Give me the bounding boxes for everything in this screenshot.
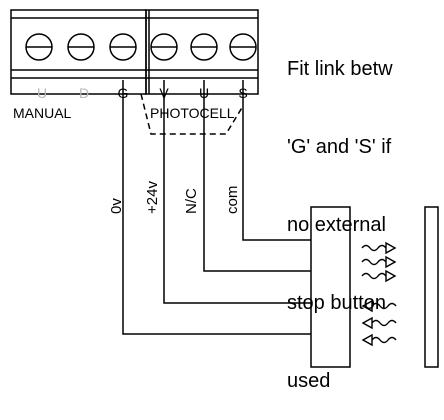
beam-arrow-out-2 xyxy=(361,255,397,269)
wire-label-com: com xyxy=(224,186,241,214)
link-instruction-note: Fit link betw 'G' and 'S' if no external… xyxy=(287,4,444,420)
wire-label-nc: N/C xyxy=(183,188,200,214)
beam-arrow-in-3 xyxy=(361,333,397,347)
photocell-unit xyxy=(310,206,351,368)
outgoing-beam-arrows xyxy=(361,241,397,283)
note-line-3: no external xyxy=(287,214,386,236)
terminal-letter-u: U xyxy=(37,85,47,101)
note-line-2: 'G' and 'S' if xyxy=(287,136,392,158)
terminal-block xyxy=(10,9,259,95)
g-s-link-dashed xyxy=(140,93,244,135)
wires xyxy=(122,80,311,335)
wire-label-0v: 0v xyxy=(108,198,125,214)
wire-label-24v: +24v xyxy=(144,181,161,214)
note-line-4: stop button xyxy=(287,292,386,314)
beam-arrow-out-1 xyxy=(361,241,397,255)
screw-terminal-v xyxy=(150,33,178,61)
screw-terminal-u1 xyxy=(25,33,53,61)
wire-24v xyxy=(163,80,311,304)
screw-terminal-d xyxy=(67,33,95,61)
manual-label: MANUAL xyxy=(13,105,72,121)
beam-arrow-in-2 xyxy=(361,316,397,330)
manual-terminal-block xyxy=(10,9,147,95)
wiring-diagram: U D G V U S MANUAL PHOTOCELL 0v +24v N/C… xyxy=(10,9,439,368)
photocell-terminal-block xyxy=(145,9,259,95)
screw-terminals xyxy=(25,33,257,61)
screw-terminal-u2 xyxy=(190,33,218,61)
note-line-1: Fit link betw xyxy=(287,58,393,80)
wire-nc xyxy=(203,80,311,272)
screw-terminal-s xyxy=(229,33,257,61)
wire-0v xyxy=(122,80,311,335)
screw-terminal-g xyxy=(109,33,137,61)
wire-com xyxy=(242,80,311,241)
terminal-letter-d: D xyxy=(79,85,89,101)
reflector xyxy=(424,206,439,368)
beam-arrow-out-3 xyxy=(361,269,397,283)
beam-arrow-in-1 xyxy=(361,299,397,313)
note-line-5: used xyxy=(287,370,331,392)
returning-beam-arrows xyxy=(361,299,397,347)
photocell-label: PHOTOCELL xyxy=(150,105,235,121)
